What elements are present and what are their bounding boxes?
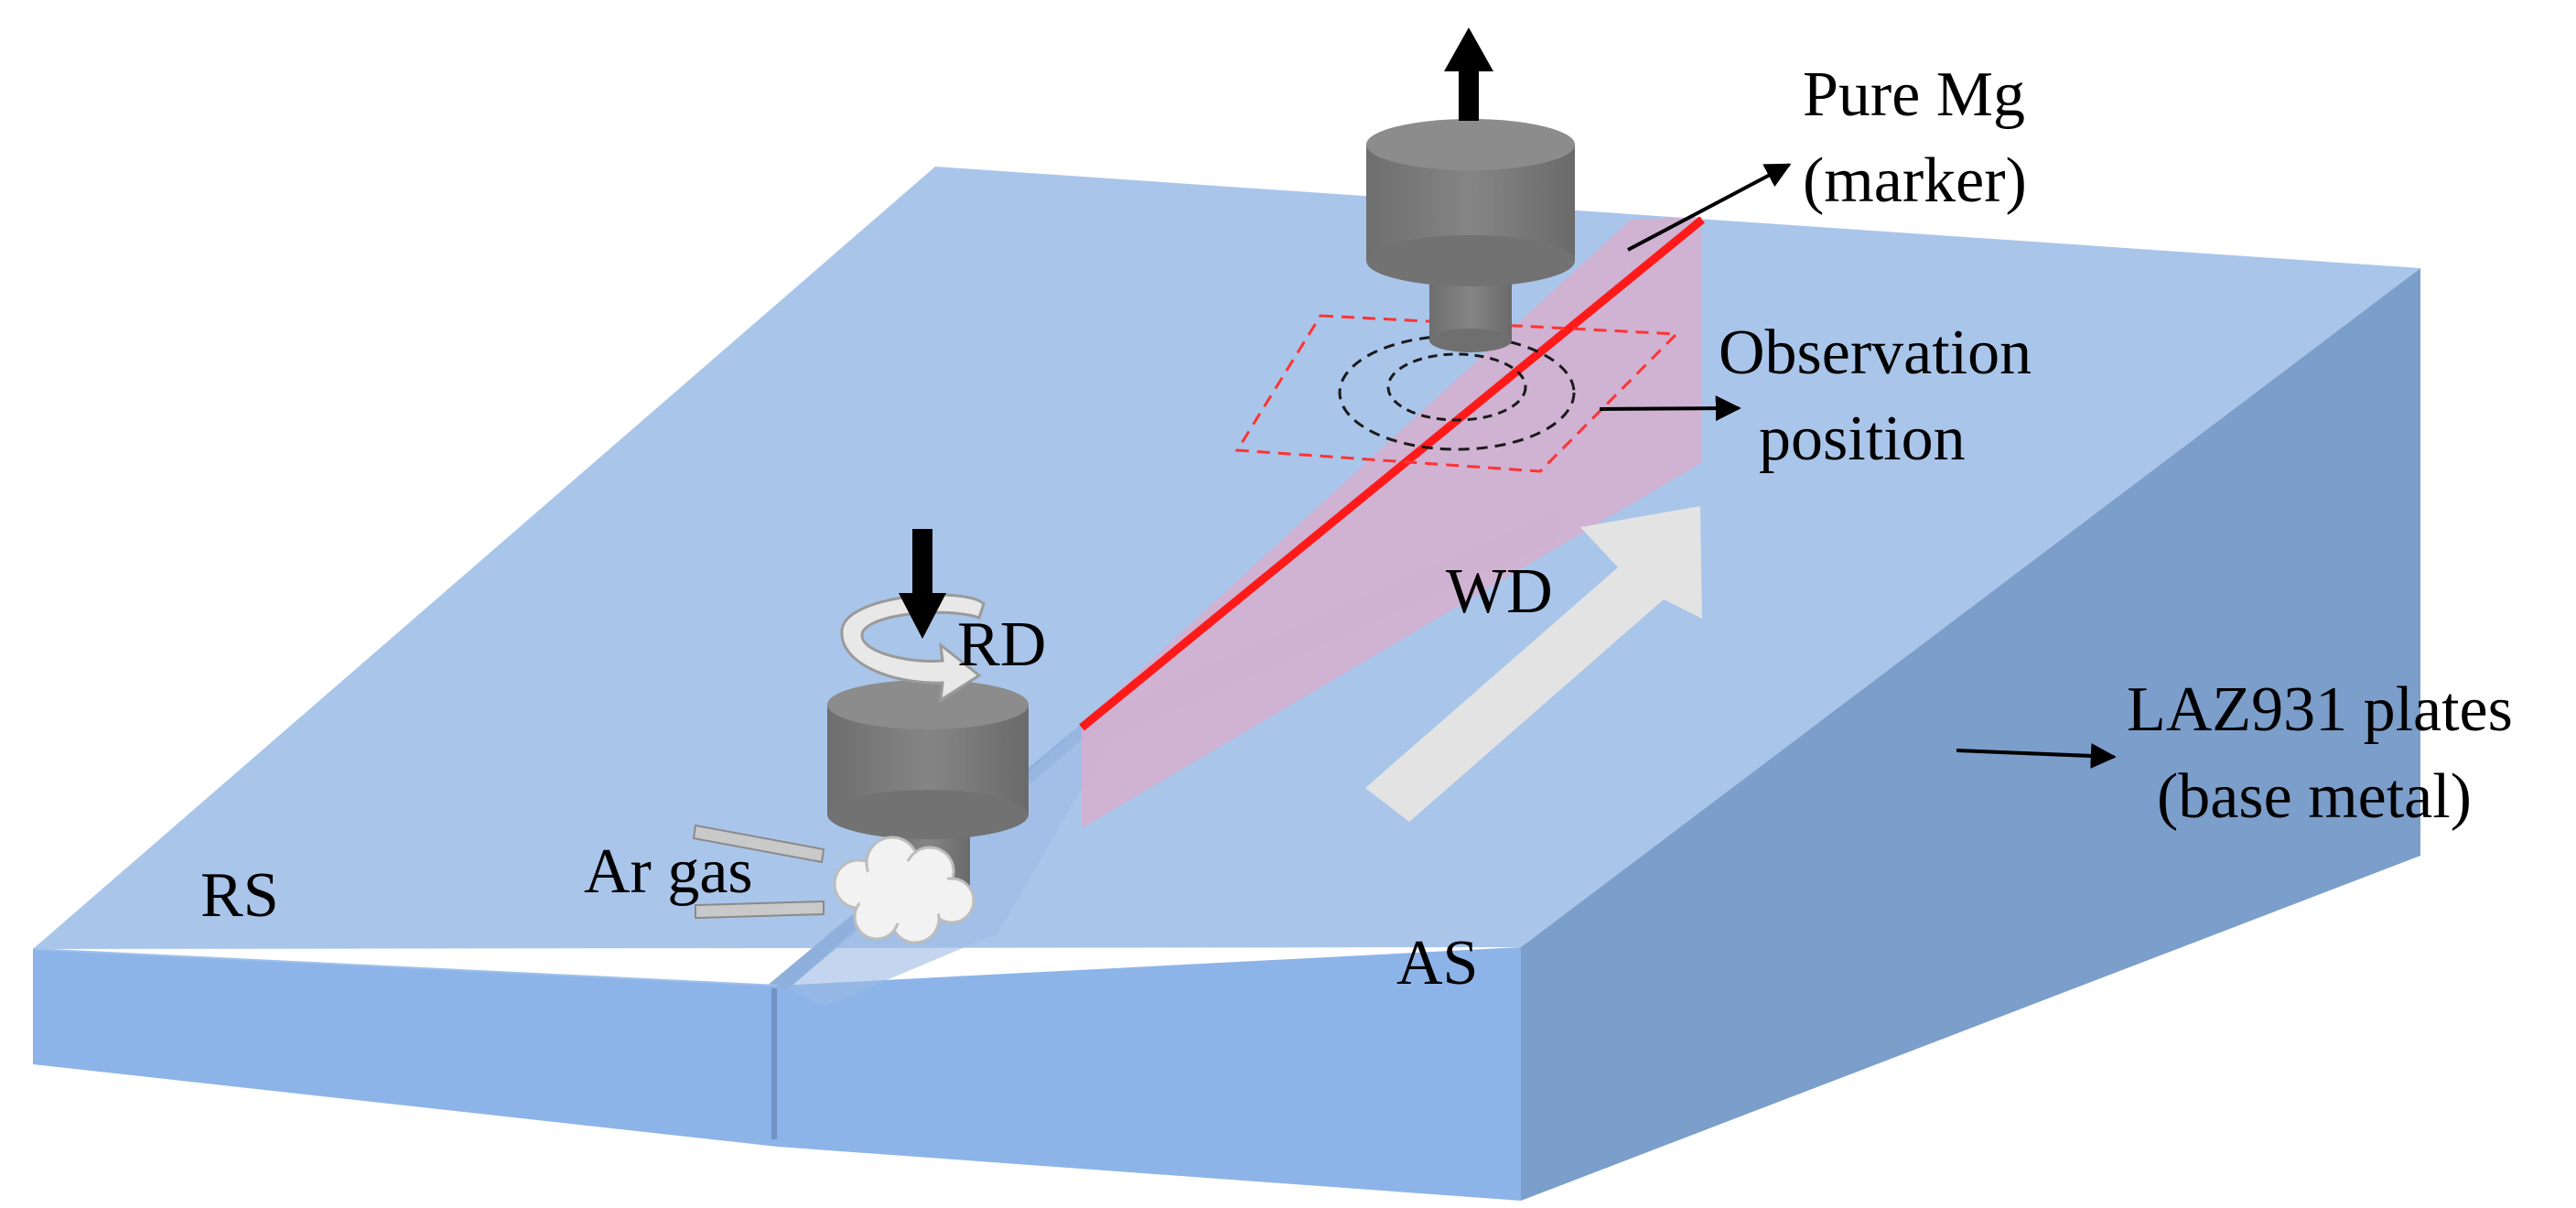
retreating-side-label: RS [200, 860, 279, 931]
plate-top-face [33, 167, 2420, 949]
gas-cloud-icon [833, 836, 975, 944]
plates-label-line2: (base metal) [2157, 761, 2472, 832]
welding-direction-arrow [1365, 506, 1702, 822]
plates-leader-arrow [1956, 742, 2117, 769]
observation-label-line2: position [1759, 404, 1966, 474]
plate-edge-line [32, 948, 779, 987]
rotation-direction-label: RD [957, 609, 1046, 680]
ar-gas-label: Ar gas [584, 836, 753, 907]
advancing-side-label: AS [1396, 928, 1478, 998]
observation-label-line1: Observation [1719, 318, 2032, 388]
down-arrow-icon [899, 529, 946, 639]
welding-direction-label: WD [1446, 556, 1553, 627]
stir-zone-surface [789, 512, 1556, 1007]
up-arrow-icon [1444, 27, 1493, 121]
marker-label-line2: (marker) [1803, 146, 2027, 216]
marker-leader-arrow [1627, 163, 1792, 252]
plate-front-face-left [33, 949, 778, 1147]
cylindrical-tool-icon [1366, 119, 1575, 352]
pure-mg-marker-line [1079, 216, 1705, 731]
observation-leader-arrow [1599, 395, 1741, 422]
plates-label-line1: LAZ931 plates [2127, 674, 2513, 745]
observation-cut-plane [1079, 216, 1705, 828]
plate-front-face-right [778, 947, 1521, 1201]
cut-plane [1082, 217, 1702, 828]
plate-side-face [1521, 268, 2420, 1201]
marker-label-line1: Pure Mg [1803, 59, 2025, 130]
ar-gas-nozzles [692, 824, 825, 920]
observation-area [1234, 314, 1680, 473]
tool-footprint-inner [1386, 352, 1527, 422]
